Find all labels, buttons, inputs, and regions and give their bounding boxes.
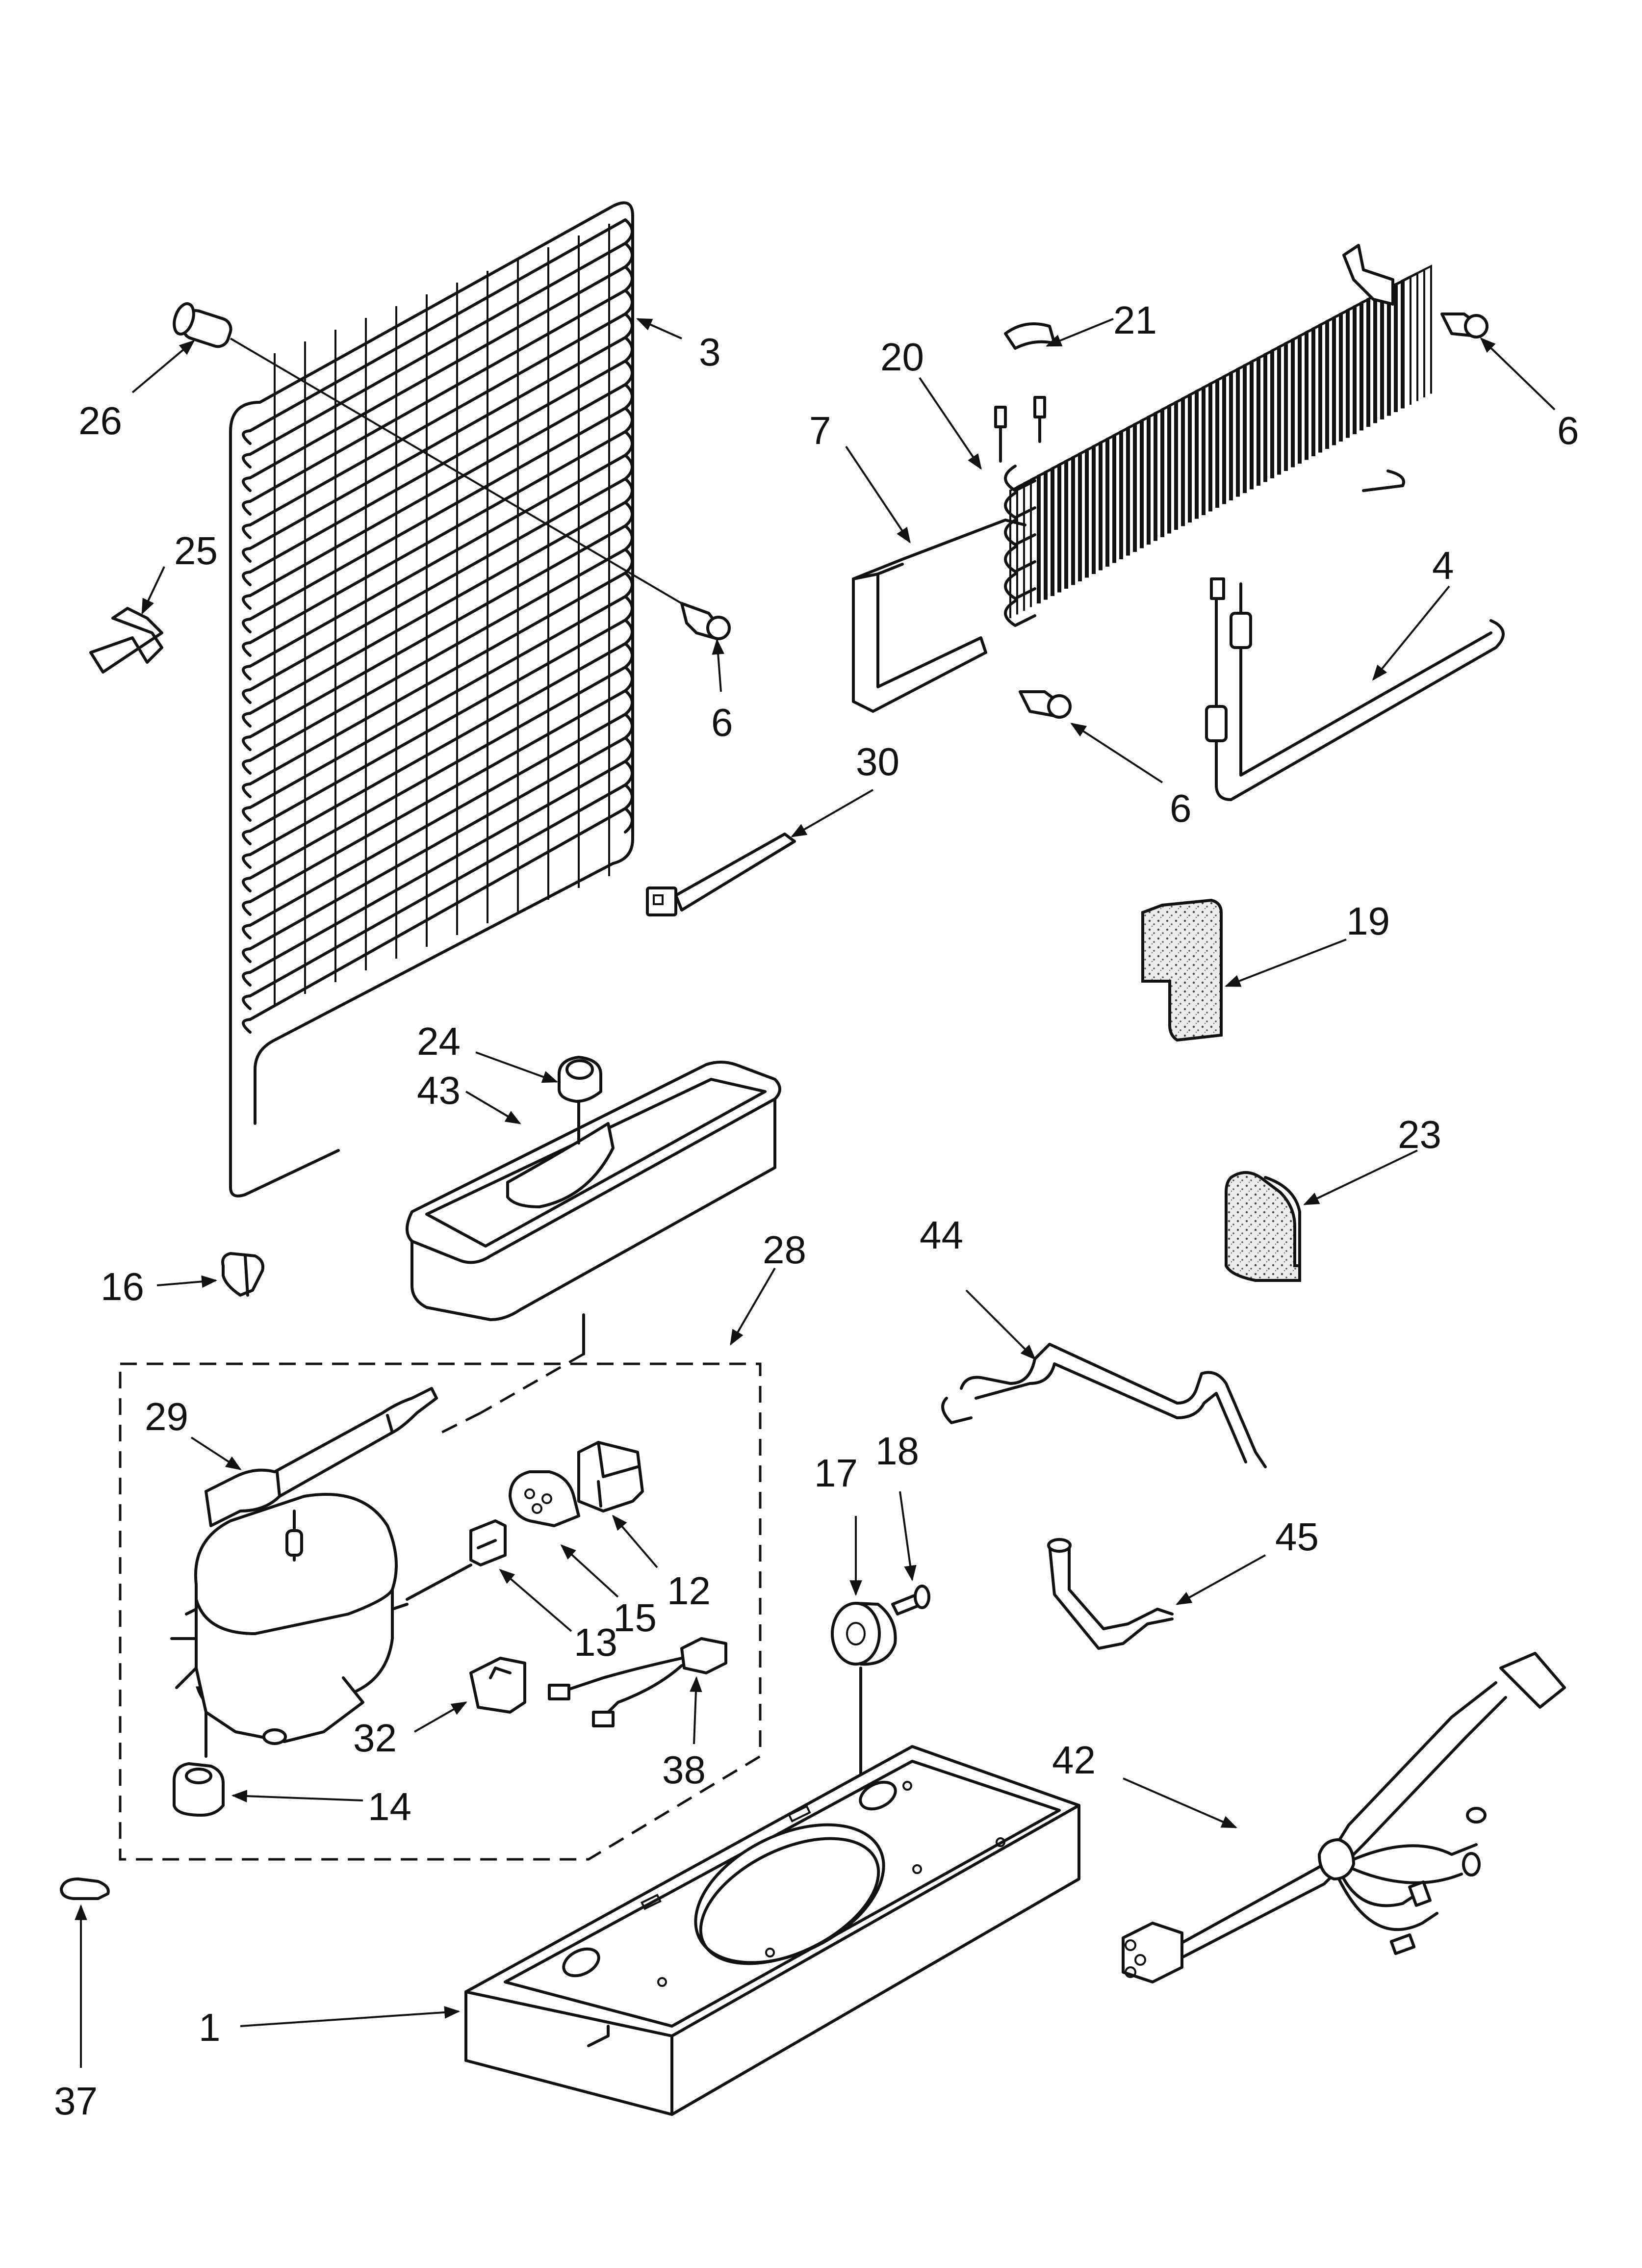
- callout-28: 28: [763, 1228, 806, 1272]
- callout-7: 7: [809, 409, 831, 452]
- coil-loop: [242, 807, 634, 1034]
- callout-44: 44: [920, 1213, 963, 1257]
- callout-37: 37: [54, 2079, 98, 2123]
- coil-loop: [242, 313, 634, 539]
- callout-23: 23: [1398, 1113, 1441, 1156]
- coil-loop: [242, 242, 634, 469]
- coil-loop: [242, 383, 634, 610]
- evaporator-tube: [1004, 600, 1036, 627]
- coil-loop: [242, 218, 634, 445]
- callout-6-left: 6: [711, 701, 733, 744]
- callout-6-middle: 6: [1170, 786, 1192, 830]
- coil-loop: [242, 265, 634, 492]
- evaporator-tube: [1004, 546, 1036, 573]
- foam-insulation-23: [1225, 1171, 1301, 1282]
- screw-left: [680, 602, 731, 640]
- coil-loop: [242, 430, 634, 657]
- filter-drier: [205, 1387, 438, 1527]
- defrost-heater: [1205, 577, 1505, 801]
- screw-middle: [1019, 690, 1072, 719]
- callout-19: 19: [1346, 899, 1390, 943]
- compressor: [170, 1493, 472, 1758]
- callout-1: 1: [199, 2006, 221, 2049]
- screw-top-right: [1440, 313, 1488, 339]
- compressor-kit-outline: [119, 1353, 762, 1861]
- coil-loop: [242, 524, 634, 751]
- capacitor: [577, 1441, 644, 1512]
- callout-21: 21: [1113, 298, 1157, 342]
- wire-harness-38: [548, 1637, 727, 1727]
- coil-loop: [242, 760, 634, 987]
- tube-44: [941, 1343, 1267, 1468]
- callout-25: 25: [174, 529, 218, 573]
- callout-14: 14: [368, 1785, 411, 1828]
- callout-24: 24: [417, 1019, 461, 1063]
- cable-tie: [646, 833, 796, 916]
- callout-15: 15: [613, 1596, 657, 1640]
- coil-loop: [242, 642, 634, 869]
- overload-relay: [469, 1519, 507, 1566]
- coil-loop: [242, 477, 634, 704]
- evaporator-tube: [1004, 519, 1036, 546]
- clip-37: [60, 1877, 110, 1900]
- callout-32: 32: [353, 1716, 397, 1760]
- evaporator-tube: [1004, 465, 1036, 492]
- coil-loop: [242, 501, 634, 728]
- callout-4: 4: [1432, 544, 1454, 587]
- callout-12: 12: [667, 1569, 711, 1613]
- shoulder-screw: [891, 1585, 930, 1616]
- evaporator-tube: [1004, 573, 1036, 600]
- coil-loop: [242, 783, 634, 1010]
- coil-loop: [242, 666, 634, 892]
- callout-3: 3: [699, 330, 721, 374]
- callout-29: 29: [145, 1395, 188, 1438]
- clip-16: [221, 1252, 264, 1297]
- coil-loop: [242, 736, 634, 963]
- callout-17: 17: [814, 1451, 858, 1495]
- coil-loop: [242, 689, 634, 916]
- coil-loop: [242, 360, 634, 586]
- mounting-bracket: [89, 607, 163, 674]
- callout-20: 20: [880, 335, 924, 379]
- drain-tube-screw: [173, 302, 683, 604]
- coil-loop: [242, 548, 634, 775]
- coil-loop: [242, 336, 634, 563]
- callout-6-top-right: 6: [1557, 409, 1579, 452]
- callout-43: 43: [417, 1069, 461, 1112]
- coil-loop: [242, 572, 634, 798]
- callout-13: 13: [574, 1620, 617, 1664]
- evaporator-fin: [1401, 264, 1432, 409]
- coil-loop: [242, 407, 634, 633]
- base-pan: [464, 1745, 1080, 2116]
- callout-labels: 3 26 25 6 7 20 21 6 4 6 30 19 23 24 43 1…: [54, 298, 1579, 2123]
- evaporator-tube: [1004, 492, 1036, 519]
- drain-pan: [406, 1056, 781, 1356]
- callout-16: 16: [101, 1265, 144, 1308]
- callout-45: 45: [1275, 1515, 1319, 1559]
- relay-32: [469, 1657, 526, 1714]
- condenser-coil: [229, 201, 634, 1198]
- coil-loop: [242, 713, 634, 939]
- power-cord-harness: [1122, 1652, 1566, 1983]
- start-device: [509, 1470, 580, 1527]
- grommet: [173, 1762, 225, 1817]
- coil-loop: [242, 619, 634, 845]
- coil-loop: [242, 289, 634, 516]
- coil-loop: [242, 454, 634, 680]
- coil-loop: [242, 595, 634, 822]
- callout-18: 18: [875, 1429, 919, 1473]
- tube-45: [1047, 1538, 1174, 1650]
- callout-26: 26: [78, 399, 122, 443]
- callout-42: 42: [1052, 1738, 1096, 1782]
- callout-38: 38: [662, 1748, 706, 1792]
- callout-30: 30: [856, 740, 899, 783]
- leader-lines: [75, 318, 1556, 2068]
- evaporator-assembly: [852, 244, 1432, 713]
- foam-insulation-19: [1141, 898, 1223, 1042]
